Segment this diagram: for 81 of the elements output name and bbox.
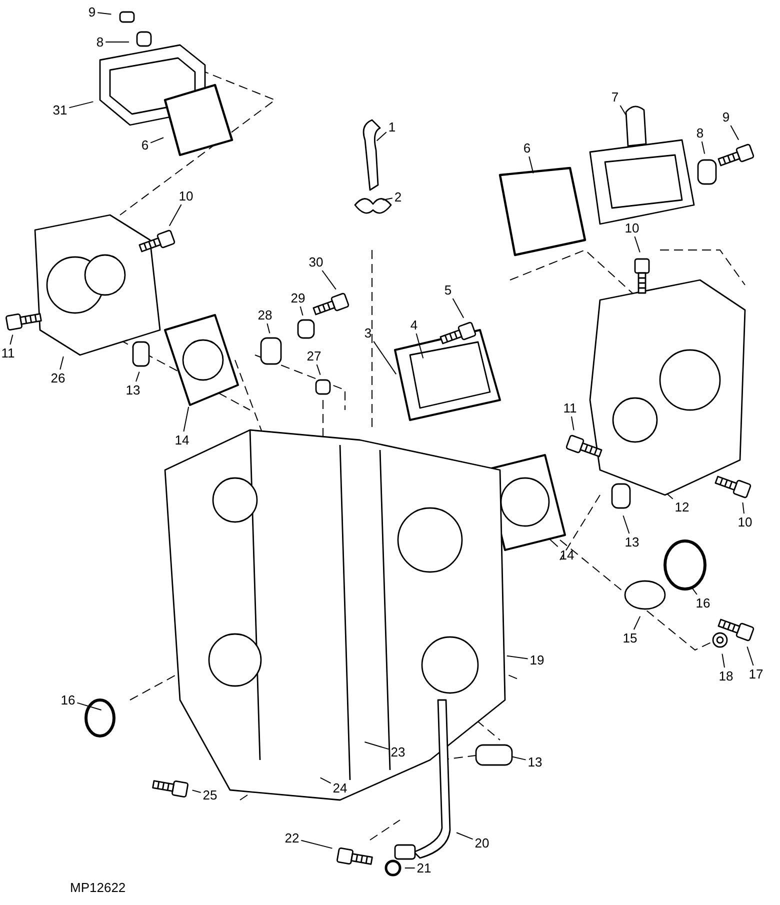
leader-line: [722, 653, 725, 668]
leader-line: [667, 494, 674, 500]
callout-number: 15: [622, 630, 638, 646]
leader-line: [506, 655, 528, 660]
leader-line: [266, 323, 270, 334]
leader-line: [382, 198, 393, 200]
callout-number: 9: [721, 110, 731, 124]
leader-line: [452, 298, 464, 318]
drawing-number: MP12622: [70, 880, 126, 895]
callout-number: 16: [694, 596, 712, 610]
leader-line: [136, 371, 140, 382]
callout-number: 8: [95, 34, 105, 50]
callout-number: 6: [522, 140, 532, 156]
callout-number: 19: [528, 652, 546, 668]
leader-line: [416, 333, 424, 359]
leader-line: [76, 702, 102, 710]
leader-line: [548, 538, 558, 548]
callout-number: 8: [695, 126, 705, 140]
leader-line: [373, 340, 397, 375]
callout-number: 10: [736, 514, 754, 530]
leader-line: [511, 756, 526, 760]
callout-number: 21: [416, 860, 432, 876]
callout-number: 14: [174, 432, 190, 448]
leader-line: [192, 790, 202, 793]
leader-line: [620, 105, 627, 116]
leader-line: [456, 832, 474, 840]
leader-line: [622, 515, 630, 534]
leader-line: [742, 502, 744, 514]
callout-number: 26: [50, 370, 66, 386]
callout-number: 13: [526, 754, 544, 770]
leader-line: [633, 616, 641, 630]
callout-number: 4: [409, 318, 419, 332]
callout-number: 27: [306, 348, 322, 364]
leader-line: [322, 270, 336, 290]
callout-number: 28: [256, 308, 274, 322]
callout-number: 1: [387, 120, 397, 134]
leader-line: [68, 101, 94, 108]
leader-line: [316, 364, 321, 376]
callout-number: 7: [610, 90, 620, 104]
leader-line: [300, 840, 333, 849]
leader-line: [571, 416, 574, 431]
leader-line: [692, 588, 698, 595]
callout-number: 29: [290, 290, 306, 306]
callout-number: 10: [178, 188, 194, 204]
leader-line: [320, 777, 332, 784]
callout-number: 6: [140, 138, 150, 152]
callout-number: 12: [674, 500, 690, 514]
leader-line: [730, 125, 740, 140]
leader-line: [364, 742, 390, 750]
callout-number: 20: [474, 836, 490, 850]
callout-number: 10: [624, 220, 640, 236]
leader-line: [60, 356, 64, 370]
callout-number: 9: [87, 4, 97, 20]
leader-line: [746, 646, 754, 666]
callout-number: 13: [624, 534, 640, 550]
callout-number: 14: [558, 548, 576, 562]
callout-number: 17: [748, 666, 764, 682]
callout-number: 18: [718, 668, 734, 684]
leader-line: [97, 12, 112, 15]
leader-line: [300, 306, 304, 316]
leader-line: [701, 141, 706, 154]
leader-line: [528, 156, 534, 174]
callout-number: 30: [308, 254, 324, 270]
leader-line: [376, 132, 387, 142]
callout-number: 11: [562, 400, 578, 416]
leader-line: [634, 236, 640, 253]
callout-number: 24: [332, 780, 348, 796]
callout-number: 22: [284, 830, 300, 846]
callout-number: 5: [443, 282, 453, 298]
callout-number: 16: [60, 692, 76, 708]
callout-number: 25: [202, 788, 218, 802]
callout-number: 23: [390, 744, 406, 760]
callout-number: 11: [0, 346, 16, 360]
callout-number: 3: [363, 326, 373, 340]
leader-line: [150, 137, 164, 144]
leader-line: [168, 204, 182, 226]
callout-number: 2: [393, 190, 403, 204]
callout-number: 13: [124, 382, 142, 398]
leader-line: [183, 406, 190, 432]
callout-number: 31: [52, 102, 68, 118]
leader-line: [10, 334, 14, 345]
